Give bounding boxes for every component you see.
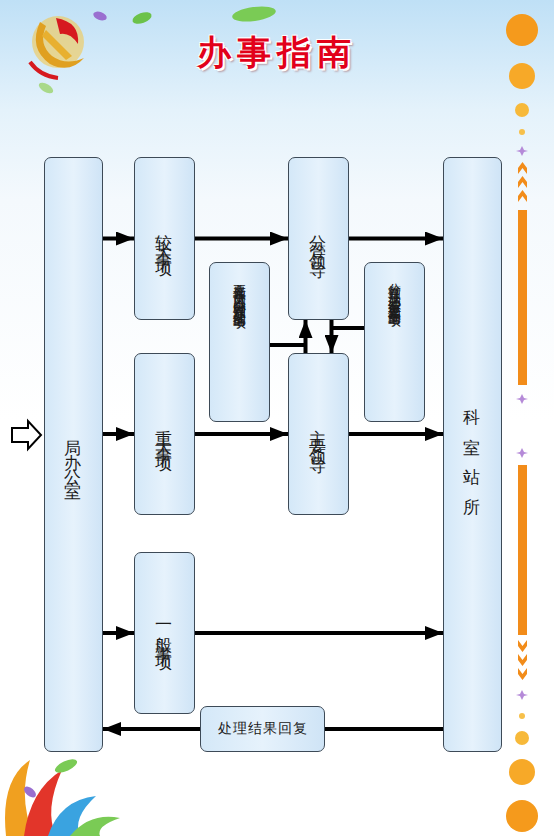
ornament-circle	[515, 103, 529, 117]
process-box: 较大事项	[134, 157, 195, 320]
leaf	[92, 10, 108, 22]
ornament-circle	[506, 14, 538, 46]
process-box: 重大事项	[134, 353, 195, 515]
flow-arrow	[349, 237, 443, 241]
flow-arrow	[349, 432, 443, 436]
ornament-circle	[506, 800, 538, 832]
flow-arrow	[195, 432, 288, 436]
ornament-circle	[509, 759, 535, 785]
leader-line	[330, 326, 364, 330]
node-text: 主要领导	[307, 416, 330, 452]
ornament-circle	[509, 63, 535, 89]
node-text: 较大事项	[153, 221, 176, 257]
ornament-circle	[515, 731, 529, 745]
process-box: 主要领导	[288, 353, 349, 515]
node-text: 重大事项	[153, 416, 176, 452]
process-box: 处理结果回复	[200, 706, 325, 752]
leaf	[131, 10, 153, 26]
leaf	[37, 81, 55, 96]
ornament-stripe	[518, 162, 527, 680]
flow-arrow	[103, 631, 134, 635]
flow-arrow	[330, 320, 334, 353]
node-text: 一般事项	[153, 615, 176, 651]
ornament-star	[516, 146, 528, 700]
emblem	[30, 16, 84, 78]
node-text: 科室站所	[461, 395, 484, 515]
node-text: 分管领导	[307, 221, 330, 257]
flow-arrow	[103, 727, 200, 731]
process-box: 局办公室	[44, 157, 103, 752]
flow-arrow	[325, 727, 443, 731]
ornament-circle	[519, 713, 525, 719]
node-text: 主要领导认为可以由分管领导处理的事项	[231, 273, 248, 413]
ornament-circle	[519, 129, 525, 135]
node-text: 分管领导认为必须请示主要领导的事项	[386, 273, 403, 413]
node-text: 局办公室	[62, 427, 85, 483]
note-box: 分管领导认为必须请示主要领导的事项	[364, 262, 425, 422]
leaf	[231, 4, 277, 24]
flame-decoration	[5, 756, 120, 836]
flow-arrow	[195, 237, 288, 241]
entry-arrow	[12, 421, 41, 449]
node-text: 处理结果回复	[218, 720, 308, 738]
process-box: 科室站所	[443, 157, 502, 752]
leader-line	[270, 343, 305, 347]
flow-arrow	[103, 432, 134, 436]
note-box: 主要领导认为可以由分管领导处理的事项	[209, 262, 270, 422]
flow-arrow	[103, 237, 134, 241]
process-box: 一般事项	[134, 552, 195, 714]
process-box: 分管领导	[288, 157, 349, 320]
page-title: 办事指南	[0, 30, 554, 76]
flow-arrow	[304, 320, 308, 353]
flow-arrow	[195, 631, 443, 635]
